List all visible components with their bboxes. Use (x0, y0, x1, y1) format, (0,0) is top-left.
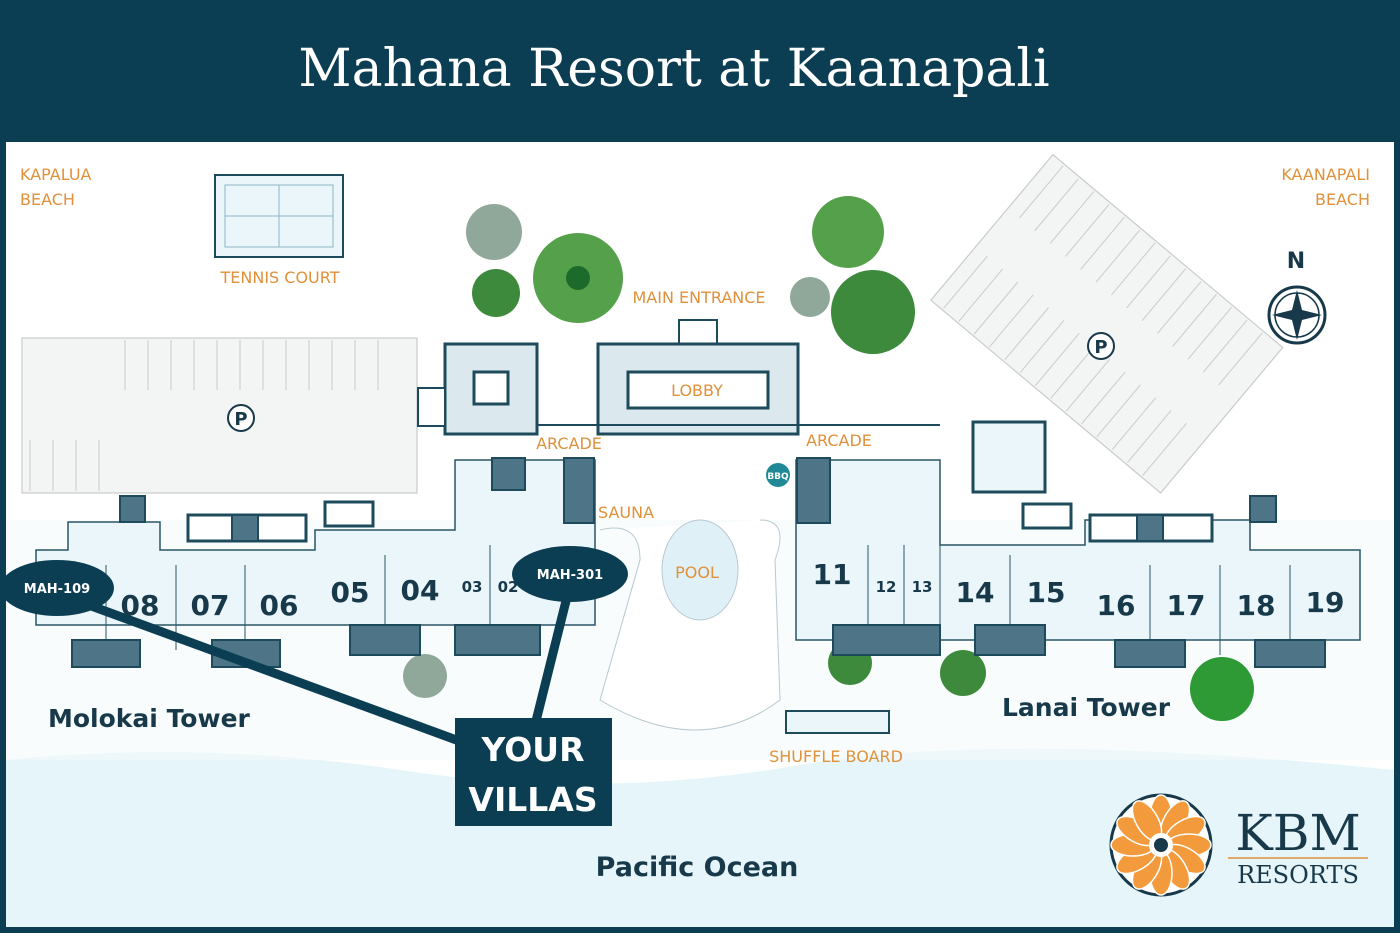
unit-04: 04 (401, 574, 440, 607)
parking-icon-right (1087, 332, 1115, 360)
parking-label-right: P (1094, 337, 1107, 358)
parking-lot-right (929, 153, 1284, 494)
lobby-label: LOBBY (671, 381, 723, 400)
parking-stripe (1187, 306, 1233, 360)
unit-11: 11 (813, 558, 852, 591)
kapalua-beach-label-2: BEACH (20, 190, 75, 209)
tennis-court (214, 174, 344, 258)
header-bar (0, 0, 1400, 142)
logo-subtitle: RESORTS (1237, 861, 1359, 889)
unit-02: 02 (498, 578, 519, 596)
parking-stripe (1096, 384, 1141, 438)
parking-stripe (1034, 178, 1079, 232)
unit-06: 06 (260, 589, 299, 622)
parking-icon-left (227, 404, 255, 432)
villa-mah-109-label: MAH-109 (24, 582, 90, 597)
villa-mah-301-label: MAH-301 (537, 568, 603, 583)
sauna-label: SAUNA (598, 503, 654, 522)
unit-12: 12 (876, 578, 897, 596)
kbm-logo-icon (1109, 793, 1213, 897)
molokai-tower (35, 457, 596, 668)
parking-stripe (973, 281, 1019, 335)
parking-stripe (1050, 345, 1095, 399)
parking-stripe (1065, 204, 1110, 257)
shuffle-board-label: SHUFFLE BOARD (769, 747, 903, 766)
parking-stripe (958, 268, 1004, 322)
your-villas-callout (0, 546, 628, 826)
parking-stripe (1019, 320, 1065, 373)
lanai-tower (795, 457, 1361, 668)
parking-stripe (1065, 358, 1111, 412)
your-villas-label: YOUR (481, 730, 585, 769)
palm-trees (403, 196, 1254, 721)
tennis-court-label: TENNIS COURT (220, 268, 340, 287)
unit-05: 05 (331, 576, 370, 609)
parking-label-left: P (234, 409, 247, 430)
parking-stripe (1172, 294, 1217, 347)
north-label: N (1287, 249, 1305, 274)
unit-17: 17 (1167, 589, 1206, 622)
pacific-ocean-label: Pacific Ocean (596, 852, 799, 883)
parking-stripe (1035, 333, 1080, 386)
parking-stripe (1202, 319, 1248, 373)
parking-stripe (1095, 229, 1141, 283)
page-title: Mahana Resort at Kaanapali (298, 39, 1049, 99)
logo-brand: KBM (1235, 804, 1360, 862)
kapalua-beach-label: KAPALUA (20, 165, 92, 184)
parking-stripe (1049, 191, 1095, 244)
parking-stripe (1126, 255, 1171, 309)
arcade-left-label: ARCADE (536, 434, 602, 453)
bbq-label: BBQ (767, 472, 789, 482)
parking-stripe (943, 255, 988, 309)
unit-07: 07 (191, 589, 230, 622)
molokai-tower-label: Molokai Tower (48, 704, 251, 733)
arcade-right-label: ARCADE (806, 431, 872, 450)
parking-stripe (1081, 371, 1126, 425)
parking-stripe (1080, 216, 1125, 270)
compass-icon (1267, 285, 1327, 345)
unit-15: 15 (1027, 576, 1066, 609)
kaanapali-beach-label-2: BEACH (1315, 190, 1370, 209)
bbq-icon (766, 463, 790, 487)
parking-stripe (1156, 281, 1202, 334)
parking-stripe (1142, 423, 1187, 476)
parking-stripe (1127, 410, 1172, 463)
pool (661, 519, 739, 621)
parking-stripe (1004, 307, 1049, 361)
kaanapali-beach-label: KAANAPALI (1281, 165, 1370, 184)
unit-18: 18 (1237, 589, 1276, 622)
unit-16: 16 (1097, 589, 1136, 622)
parking-stripe (1218, 332, 1263, 386)
parking-stripe (1019, 165, 1064, 219)
lanai-tower-label: Lanai Tower (1002, 693, 1171, 722)
unit-13: 13 (912, 578, 933, 596)
pool-label: POOL (675, 563, 719, 582)
parking-stripe (1111, 397, 1157, 451)
unit-03: 03 (462, 578, 483, 596)
parking-stripe (989, 294, 1034, 348)
ocean (6, 748, 1394, 927)
parking-lot-left (21, 337, 418, 494)
parking-stripe (1141, 268, 1187, 322)
unit-14: 14 (956, 576, 995, 609)
unit-19: 19 (1306, 586, 1345, 619)
main-entrance-label: MAIN ENTRANCE (632, 288, 765, 307)
parking-stripe (1110, 242, 1156, 296)
your-villas-label-2: VILLAS (468, 780, 597, 819)
shuffle-board (785, 710, 890, 734)
